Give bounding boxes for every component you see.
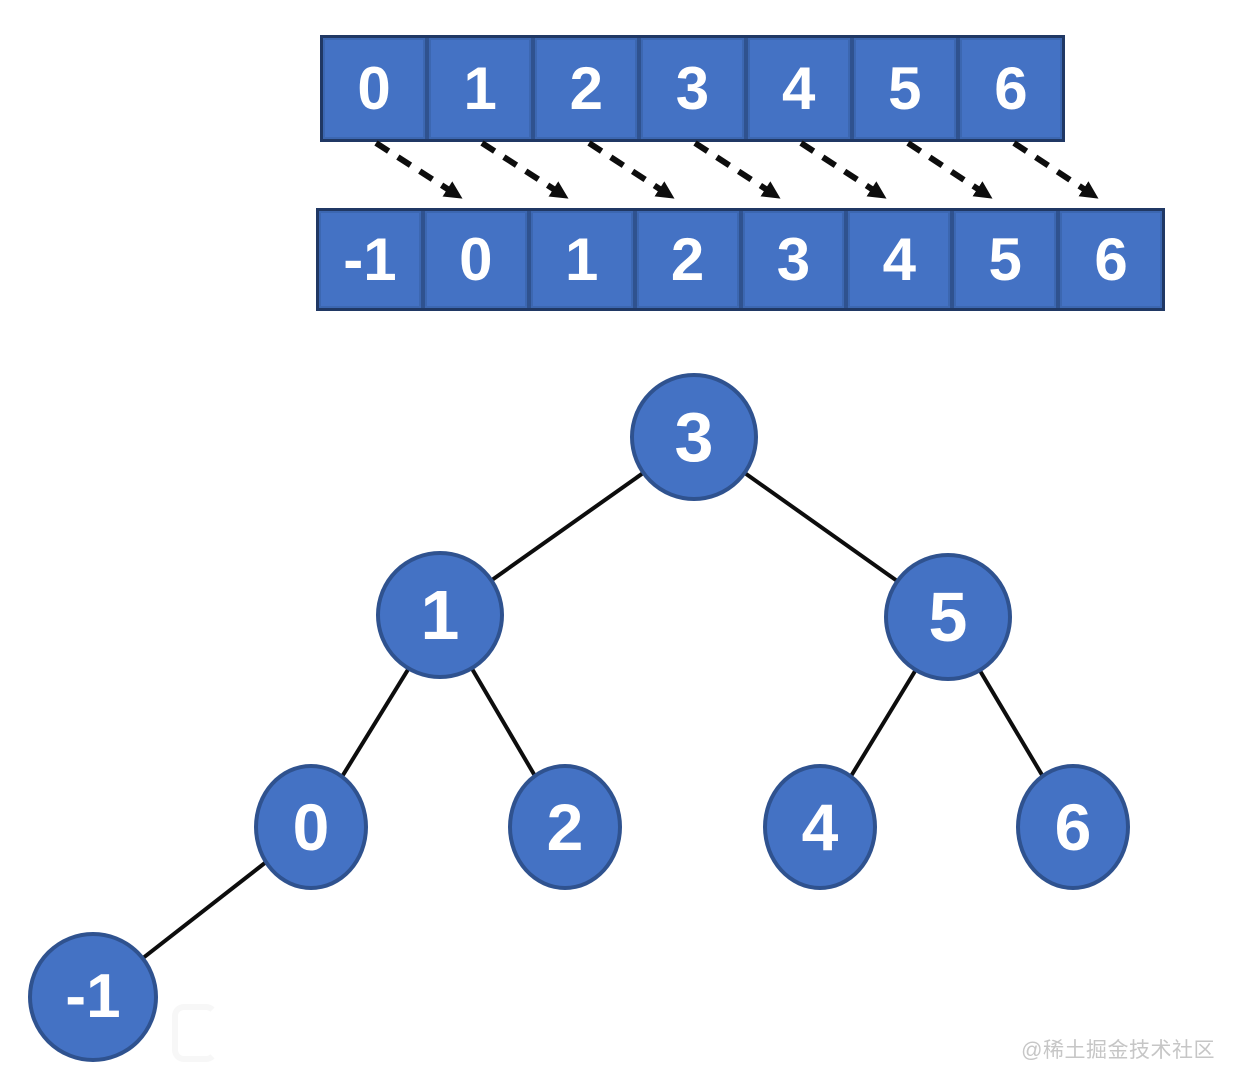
bottom-array-cell: 0 xyxy=(420,211,527,308)
top-array-cell: 5 xyxy=(849,38,956,139)
map-arrow xyxy=(587,140,675,200)
bottom-array-cell: 5 xyxy=(950,211,1057,308)
bottom-array-cell: -1 xyxy=(319,211,421,308)
map-arrow xyxy=(480,140,569,200)
map-arrow xyxy=(693,140,781,200)
site-watermark: @稀土掘金技术社区 xyxy=(1021,1039,1215,1062)
tree-node-0: 0 xyxy=(254,764,368,890)
tree-node-2: 2 xyxy=(508,764,622,890)
tree-node-6: 6 xyxy=(1016,764,1130,890)
ghost-watermark-mark xyxy=(172,1004,218,1062)
bottom-array-cell: 2 xyxy=(632,211,739,308)
top-array-cell: 3 xyxy=(637,38,744,139)
tree-node-5: 5 xyxy=(884,553,1012,681)
bottom-array-cell: 6 xyxy=(1056,211,1162,308)
map-arrow xyxy=(906,140,993,200)
top-array-cell: 2 xyxy=(531,38,638,139)
bottom-array-cell: 3 xyxy=(738,211,845,308)
map-arrow xyxy=(374,140,463,200)
top-array-cell: 0 xyxy=(323,38,426,139)
top-array-cell: 4 xyxy=(743,38,850,139)
bottom-array-cell: 1 xyxy=(526,211,633,308)
map-arrow xyxy=(799,140,887,200)
map-arrow xyxy=(1012,140,1099,200)
tree-node-1: 1 xyxy=(376,551,504,679)
bottom-array-cell: 4 xyxy=(844,211,951,308)
top-array: 0 1 2 3 4 5 6 xyxy=(320,35,1065,142)
bottom-array: -1 0 1 2 3 4 5 6 xyxy=(316,208,1165,311)
tree-node-neg1: -1 xyxy=(28,932,158,1062)
top-array-cell: 6 xyxy=(955,38,1062,139)
tree-node-4: 4 xyxy=(763,764,877,890)
tree-node-3: 3 xyxy=(630,373,758,501)
top-array-cell: 1 xyxy=(425,38,532,139)
